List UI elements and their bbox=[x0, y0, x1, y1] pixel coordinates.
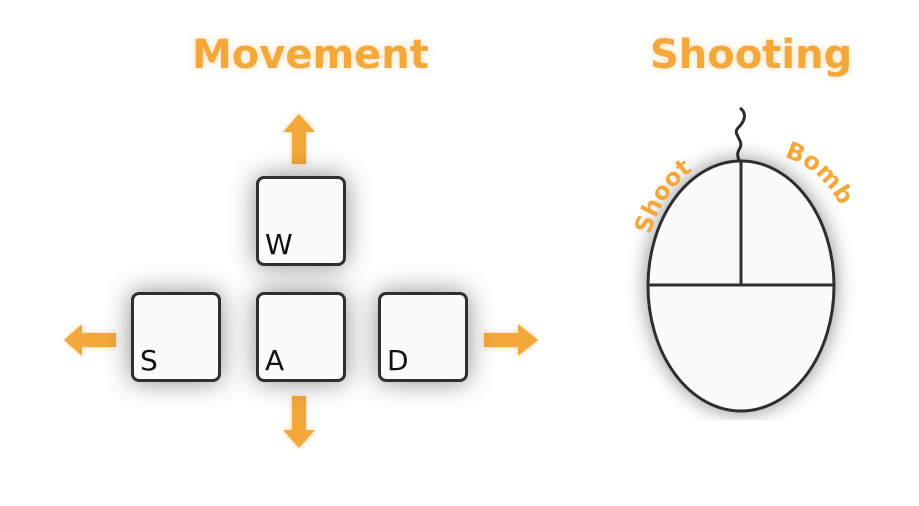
key-d-label: D bbox=[387, 344, 409, 377]
key-s-label: S bbox=[140, 344, 158, 377]
arrow-down-icon bbox=[283, 396, 315, 448]
key-w-label: W bbox=[265, 228, 293, 261]
mouse-icon: Shoot Bomb bbox=[629, 106, 860, 413]
key-d[interactable]: D bbox=[378, 292, 468, 382]
key-w[interactable]: W bbox=[256, 176, 346, 266]
key-a-label: A bbox=[265, 344, 285, 377]
arrow-right-icon bbox=[484, 324, 538, 356]
key-a[interactable]: A bbox=[256, 292, 346, 382]
arrow-up-icon bbox=[283, 114, 315, 164]
arrow-left-icon bbox=[64, 324, 116, 356]
key-s[interactable]: S bbox=[131, 292, 221, 382]
mouse-cable bbox=[734, 106, 746, 163]
shooting-title: Shooting bbox=[650, 32, 853, 78]
movement-title: Movement bbox=[192, 32, 429, 78]
